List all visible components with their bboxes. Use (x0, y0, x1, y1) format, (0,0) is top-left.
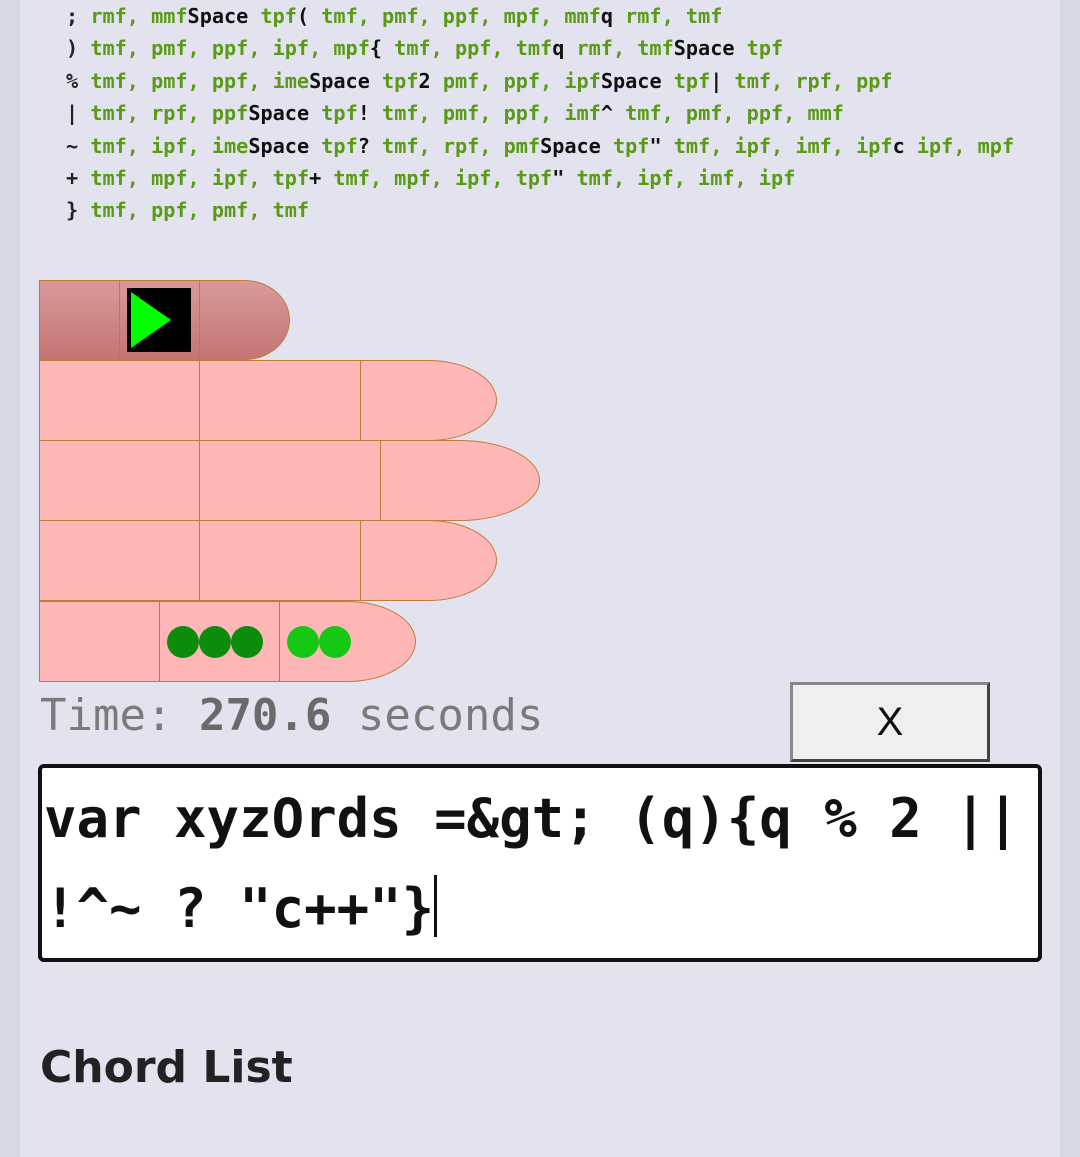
chord-char: ( (296, 4, 322, 28)
chord-hint-line: + tmf, mpf, ipf, tpf+ tmf, mpf, ipf, tpf… (66, 162, 1014, 194)
chord-text-input[interactable]: var xyzOrds =&gt; (q){q % 2 || !^~ ? "c+… (38, 764, 1042, 962)
chord-char: Space (600, 68, 674, 93)
key-row2-1[interactable] (39, 360, 200, 441)
dot-indicator (199, 626, 231, 658)
key-row5-tip[interactable] (279, 601, 416, 682)
key-row4-1[interactable] (39, 520, 200, 601)
chord-hint-line: | tmf, rpf, ppfSpace tpf! tmf, pmf, ppf,… (66, 97, 1014, 129)
dot-indicator (231, 626, 263, 658)
close-button[interactable]: X (790, 682, 990, 762)
chord-keyboard (39, 280, 559, 682)
finger-code: tmf, rpf, ppf (734, 68, 893, 93)
key-row2-tip[interactable] (360, 360, 497, 441)
chord-char: Space (540, 133, 613, 158)
finger-code: tpf (613, 133, 650, 158)
chord-hint-line: } tmf, ppf, pmf, tmf (66, 194, 1014, 226)
key-row4-tip[interactable] (360, 520, 497, 601)
dot-indicator (287, 626, 319, 658)
key-row4-2[interactable] (199, 520, 361, 601)
timer-value: 270.6 (198, 690, 332, 741)
chord-char: Space (248, 133, 322, 158)
finger-code: tpf (673, 68, 711, 93)
finger-code: pmf, ppf, ipf (442, 68, 601, 93)
timer-label: Time: (40, 690, 199, 741)
finger-code: tmf, rpf, pmf (382, 133, 541, 158)
chord-char: ^ (600, 101, 626, 126)
key-row3-2[interactable] (199, 440, 381, 521)
chord-char: | (710, 68, 735, 93)
chord-char: 2 (418, 68, 443, 93)
play-icon[interactable] (127, 288, 191, 352)
dot-indicator (319, 626, 351, 658)
chord-hint-list: ; rmf, mmfSpace tpf( tmf, pmf, ppf, mpf,… (66, 0, 1014, 227)
finger-code: rmf, tmf (625, 4, 723, 28)
finger-code: ipf, mpf (916, 133, 1015, 158)
finger-code: tmf, ipf, imf, ipf (576, 165, 796, 190)
chord-char: % (66, 68, 91, 93)
chord-char: | (66, 101, 91, 126)
finger-code: rmf, mmf (90, 4, 188, 28)
chord-char: { (369, 36, 395, 61)
finger-code: tpf (260, 4, 297, 28)
finger-code: tpf (321, 133, 358, 158)
key-row2-2[interactable] (199, 360, 361, 441)
key-row5-2[interactable] (159, 601, 280, 682)
chord-char: Space (248, 101, 322, 126)
chord-hint-line: ; rmf, mmfSpace tpf( tmf, pmf, ppf, mpf,… (66, 0, 1014, 32)
chord-hint-line: ) tmf, pmf, ppf, ipf, mpf{ tmf, ppf, tmf… (66, 32, 1014, 64)
chord-char: ; (66, 4, 91, 28)
chord-char: ) (66, 36, 91, 61)
key-row5-1[interactable] (39, 601, 160, 682)
key-row3-tip[interactable] (380, 440, 540, 521)
finger-code: tmf, pmf, ppf, ipf, mpf (90, 36, 370, 61)
finger-code: tpf (746, 36, 784, 61)
chord-char: + (309, 165, 334, 190)
chord-char: ? (357, 133, 383, 158)
chord-hint-line: ~ tmf, ipf, imeSpace tpf? tmf, rpf, pmfS… (66, 130, 1014, 162)
finger-code: tmf, ppf, pmf, tmf (90, 198, 310, 223)
finger-code: rmf, tmf (576, 36, 674, 61)
finger-code: tpf (382, 68, 419, 93)
finger-code: tmf, ppf, tmf (394, 36, 553, 61)
finger-code: tmf, pmf, ppf, mmf (625, 101, 844, 126)
editor-text: var xyzOrds =&gt; (q){q % 2 || !^~ ? "c+… (44, 787, 1020, 940)
chord-char: } (66, 198, 91, 223)
key-row1-1[interactable] (39, 280, 120, 360)
finger-code: tmf, mpf, ipf, tpf (90, 165, 310, 190)
key-row3-1[interactable] (39, 440, 200, 521)
chord-char: Space (309, 68, 383, 93)
finger-code: tpf (321, 101, 358, 126)
chord-hint-line: % tmf, pmf, ppf, imeSpace tpf2 pmf, ppf,… (66, 65, 1014, 97)
finger-code: tmf, ipf, ime (90, 133, 249, 158)
chord-char: + (66, 165, 91, 190)
finger-code: tmf, pmf, ppf, imf (382, 101, 601, 126)
chord-list-title: Chord List (40, 1042, 293, 1093)
timer-readout: Time: 270.6 seconds (40, 690, 543, 741)
text-caret (434, 875, 438, 937)
key-row1-2[interactable] (119, 280, 200, 360)
finger-code: tmf, pmf, ppf, mpf, mmf (321, 4, 601, 28)
finger-code: tmf, mpf, ipf, tpf (333, 165, 553, 190)
chord-char: " (552, 165, 577, 190)
key-row1-tip[interactable] (199, 280, 290, 360)
dot-indicator (167, 626, 199, 658)
chord-char: q (600, 4, 626, 28)
chord-char: Space (187, 4, 261, 28)
finger-code: tmf, pmf, ppf, ime (90, 68, 310, 93)
chord-char: c (892, 133, 917, 158)
chord-char: ~ (66, 133, 91, 158)
chord-char: Space (673, 36, 747, 61)
chord-char: " (649, 133, 674, 158)
timer-unit: seconds (331, 690, 544, 741)
chord-char: q (552, 36, 577, 61)
chord-char: ! (357, 101, 383, 126)
page: ; rmf, mmfSpace tpf( tmf, pmf, ppf, mpf,… (20, 0, 1060, 1157)
finger-code: tmf, ipf, imf, ipf (673, 133, 893, 158)
finger-code: tmf, rpf, ppf (90, 101, 249, 126)
